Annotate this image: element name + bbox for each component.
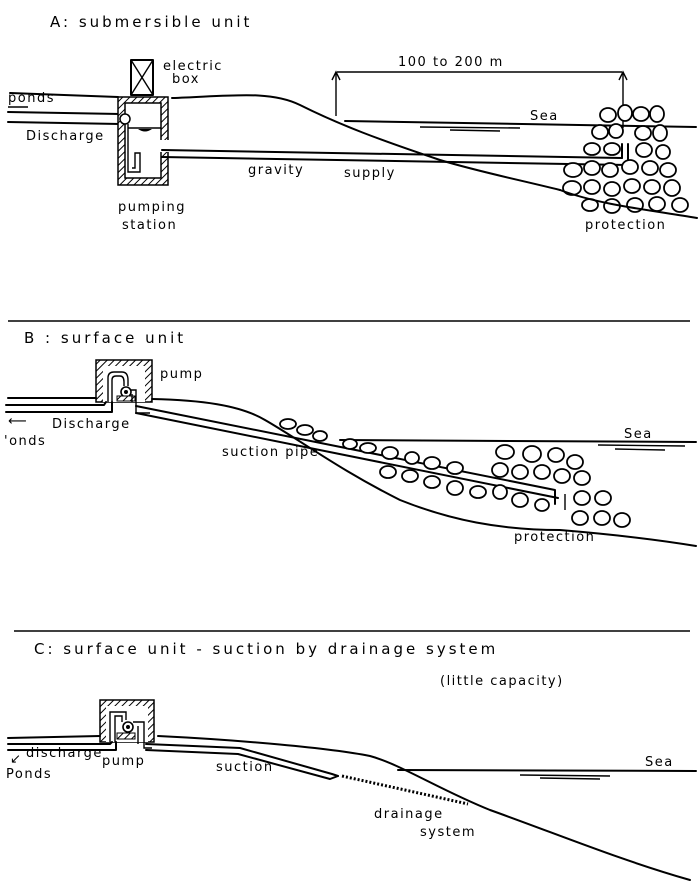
sea-label-a: Sea [530,109,559,124]
ponds-label-b: 'onds [4,434,46,449]
suction-pipe-top [135,405,556,505]
discharge-pipe-bottom [7,121,121,125]
suction-pipe-label: suction pipe [222,445,319,460]
protection-label-b: protection [514,530,595,545]
pumping-label-line1: pumping [118,200,186,215]
protection-rocks-b [279,418,631,528]
ground-left [9,92,119,98]
discharge-pipe-top [7,111,121,115]
supply-pipe-top [161,149,623,159]
outlet-valve-icon [119,113,131,125]
arrow-left-icon: ⟵ [8,414,28,429]
sea-surface-a [344,120,697,128]
suction-pipe-bottom-c [145,749,339,780]
pump-label-b: pump [160,367,203,382]
surface-pump-station-c [99,699,155,749]
seabed-a [559,189,698,219]
panel-a-title: A: submersible unit [50,13,252,31]
panel-c: C: surface unit - suction by drainage sy… [6,640,697,881]
electric-label-line2: box [172,72,200,87]
gravity-label: gravity [248,163,304,178]
panel-b: B : surface unit pump ⟵ Discharge 'onds … [4,329,697,547]
sea-surface-b [339,439,697,443]
pumping-label-line2: station [122,218,177,233]
distance-dimension [331,70,628,128]
protection-rocks-a [562,104,689,214]
suction-pipe-bottom [135,412,559,499]
discharge-label-b: Discharge [52,417,131,432]
distance-label: 100 to 200 m [398,55,504,70]
electric-label-line1: electric [163,59,223,74]
discharge-label-c: discharge [26,746,103,761]
sea-label-c: Sea [645,755,674,770]
sea-surface-c [397,769,697,772]
drainage-label-line2: system [420,825,476,840]
pump-label-c: pump [102,754,145,769]
panel-b-title: B : surface unit [24,329,186,347]
panel-c-subtitle: (little capacity) [440,674,564,689]
drainage-label-line1: drainage [374,807,444,822]
electric-box-icon [130,59,154,96]
arrow-left-icon-c: ↙ [10,752,22,767]
ponds-label-c: Ponds [6,767,52,782]
discharge-label: Discharge [26,129,105,144]
surface-pump-station-b [95,359,153,414]
suction-pipe-top-c [145,743,339,777]
pumping-station [117,96,170,186]
sea-label-b: Sea [624,427,653,442]
drainage-system-perforations [341,774,469,806]
ground-profile-b [151,398,697,547]
protection-label-a: protection [585,218,666,233]
submersible-pump-icon [127,124,141,173]
panel-a: A: submersible unit electric box ponds D… [7,13,698,233]
supply-pipe-bottom [161,156,629,166]
ground-profile-a [171,94,561,191]
suction-label-c: suction [216,760,274,775]
ground-left-c [7,735,101,739]
supply-label: supply [344,166,396,181]
panel-c-title: C: surface unit - suction by drainage sy… [34,640,498,658]
ground-profile-c [157,735,691,881]
